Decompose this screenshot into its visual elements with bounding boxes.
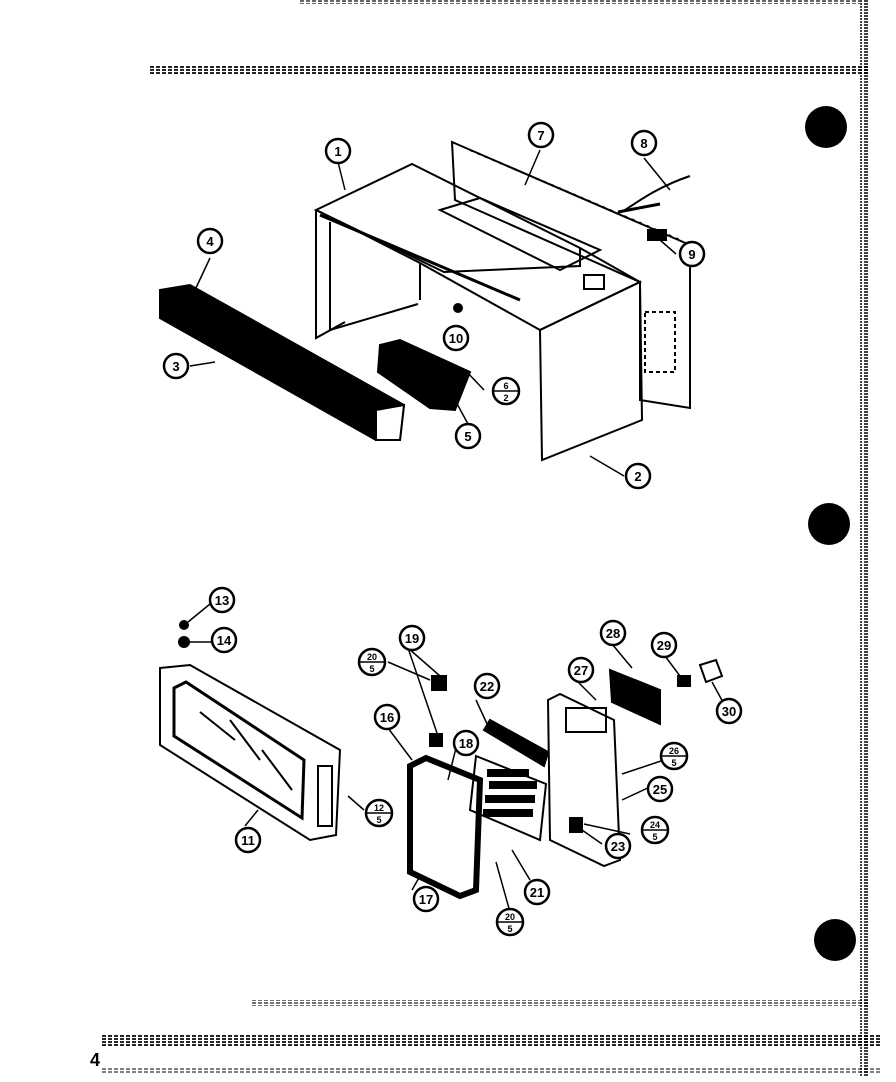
callout-18: 18 xyxy=(459,736,473,751)
bottom-leader-lines xyxy=(187,603,725,913)
hinge-pin-13 xyxy=(179,620,189,630)
callout-30: 30 xyxy=(722,704,736,719)
door-assembly xyxy=(159,620,724,900)
keypad-overlay xyxy=(482,718,550,768)
top-leader-lines xyxy=(189,149,677,477)
punch-hole-top xyxy=(805,106,847,148)
svg-text:5: 5 xyxy=(507,924,512,934)
fraction-20-5: 20 5 xyxy=(360,652,384,674)
callout-labels xyxy=(162,121,743,937)
fraction-24-5: 24 5 xyxy=(643,820,667,842)
callout-29: 29 xyxy=(657,638,671,653)
callout-14: 14 xyxy=(217,633,232,648)
svg-text:5: 5 xyxy=(652,832,657,842)
cabinet-opening xyxy=(329,222,419,332)
svg-text:6: 6 xyxy=(503,381,508,391)
svg-text:26: 26 xyxy=(669,746,679,756)
grease-filter xyxy=(376,338,472,412)
back-panel-bracket xyxy=(644,311,676,373)
front-grille xyxy=(159,283,406,441)
svg-text:2: 2 xyxy=(503,393,508,403)
connector-30 xyxy=(698,658,724,684)
callout-19: 19 xyxy=(405,631,419,646)
punch-hole-middle xyxy=(808,503,850,545)
svg-text:12: 12 xyxy=(374,803,384,813)
page-number: 4 xyxy=(90,1050,101,1070)
screw-10 xyxy=(453,303,463,313)
callout-8: 8 xyxy=(640,136,647,151)
cabinet-top-cutout xyxy=(583,274,605,290)
fraction-26-5: 26 5 xyxy=(662,746,686,768)
relay-module xyxy=(608,668,661,726)
callout-25: 25 xyxy=(653,782,667,797)
hinge-pin-14 xyxy=(178,636,190,648)
svg-text:5: 5 xyxy=(376,815,381,825)
callout-2: 2 xyxy=(634,469,641,484)
svg-text:5: 5 xyxy=(369,664,374,674)
cord-plug xyxy=(617,202,661,214)
svg-text:24: 24 xyxy=(650,820,660,830)
fraction-callouts: 6 2 20 5 12 5 26 5 24 5 20 5 xyxy=(360,381,686,934)
back-panel-holes xyxy=(469,149,681,241)
callout-22: 22 xyxy=(480,679,494,694)
callout-17: 17 xyxy=(419,892,433,907)
callout-13: 13 xyxy=(215,593,229,608)
cabinet-top-rail xyxy=(319,213,521,302)
door-latch xyxy=(317,765,333,827)
svg-text:20: 20 xyxy=(505,912,515,922)
svg-text:20: 20 xyxy=(367,652,377,662)
callout-text: 1 7 8 9 4 3 10 5 2 13 14 11 16 17 18 19 … xyxy=(172,128,736,907)
callout-23: 23 xyxy=(611,839,625,854)
oven-door xyxy=(159,663,342,842)
cabinet-top-vent xyxy=(437,196,603,272)
callout-9: 9 xyxy=(688,247,695,262)
callout-16: 16 xyxy=(380,710,394,725)
power-cord xyxy=(621,175,691,213)
callout-4: 4 xyxy=(206,234,214,249)
callout-5: 5 xyxy=(464,429,471,444)
control-frame xyxy=(407,754,484,900)
cabinet-top xyxy=(313,162,581,274)
mount-bracket xyxy=(647,229,667,241)
cabinet-side-panel xyxy=(538,280,644,462)
callout-11: 11 xyxy=(241,833,255,848)
callout-7: 7 xyxy=(537,128,544,143)
board-chip xyxy=(565,707,607,733)
callout-27: 27 xyxy=(574,663,588,678)
callout-10: 10 xyxy=(449,331,463,346)
svg-text:5: 5 xyxy=(671,758,676,768)
callout-3: 3 xyxy=(172,359,179,374)
control-board xyxy=(546,692,622,868)
door-window xyxy=(172,680,306,821)
fraction-12-5: 12 5 xyxy=(367,803,391,825)
callout-28: 28 xyxy=(606,626,620,641)
punch-hole-bottom xyxy=(814,919,856,961)
cabinet-left-edge xyxy=(315,210,346,340)
fraction-6-2: 6 2 xyxy=(494,381,518,403)
callout-21: 21 xyxy=(530,885,544,900)
grille-end-cap xyxy=(375,403,406,441)
callout-1: 1 xyxy=(334,144,341,159)
cabinet-assembly xyxy=(159,140,691,462)
scan-edge-artifacts xyxy=(100,0,880,1077)
fraction-20-5-bottom: 20 5 xyxy=(498,912,522,934)
back-panel xyxy=(450,140,691,410)
